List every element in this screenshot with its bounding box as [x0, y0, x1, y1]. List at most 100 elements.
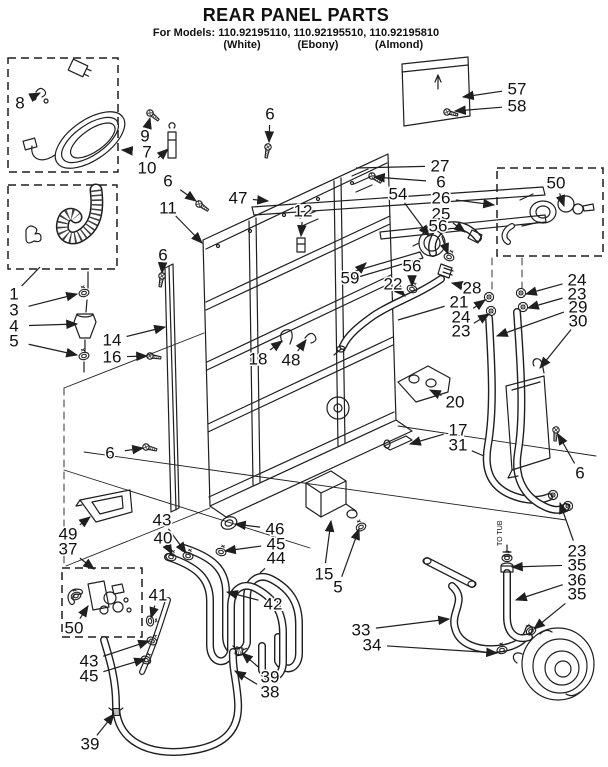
leader-line-47 [252, 195, 270, 205]
leader-line-37 [79, 557, 95, 570]
corner-bracket-49 [75, 489, 133, 523]
callout-48: 48 [282, 351, 301, 370]
leader-line-44 [259, 567, 266, 574]
callout-31: 31 [449, 436, 468, 455]
callout-30: 30 [569, 312, 588, 331]
callout-39: 39 [261, 668, 280, 687]
callout-27: 27 [431, 157, 450, 176]
leader-line-18 [269, 340, 283, 352]
leader-line-48 [295, 339, 307, 352]
callout-34: 34 [363, 636, 382, 655]
screw-6 [262, 142, 273, 159]
callout-29: 29 [569, 298, 588, 317]
hose-coupling [73, 313, 97, 339]
leader-line-45 [223, 544, 262, 555]
leader-line-26 [455, 198, 496, 209]
callout-45: 45 [80, 667, 99, 686]
callout-24: 24 [452, 308, 471, 327]
leader-line-56 [439, 236, 449, 256]
callout-50: 50 [65, 619, 84, 638]
callout-50: 50 [547, 174, 566, 193]
inlet-hose-group [333, 225, 483, 356]
callout-36: 36 [568, 571, 587, 590]
callout-6: 6 [436, 173, 445, 192]
washer-24 [515, 287, 527, 299]
leader-line-20 [428, 389, 442, 400]
leader-line-21 [397, 305, 445, 321]
hose-clamp-56 [442, 248, 457, 263]
callout-12: 12 [294, 202, 313, 221]
callout-17: 17 [449, 421, 468, 440]
callout-23: 23 [568, 542, 587, 561]
callout-6: 6 [158, 246, 167, 265]
leader-line-35 [510, 561, 563, 572]
callout-35: 35 [568, 585, 587, 604]
leader-line-3 [28, 292, 79, 307]
callout-38: 38 [261, 683, 280, 702]
leader-line-23 [559, 501, 574, 541]
color-white: (White) [223, 39, 261, 51]
leader-line-43 [103, 639, 151, 657]
leader-line-6 [179, 189, 197, 202]
callout-59: 59 [341, 269, 360, 288]
callout-58: 58 [508, 97, 527, 116]
callout-14: 14 [103, 331, 122, 350]
fill-hose-group [484, 287, 574, 510]
top-brace [251, 186, 547, 240]
leader-line-39 [96, 713, 115, 736]
callout-6: 6 [265, 105, 274, 124]
leader-line-6 [264, 124, 275, 144]
knockout-hole [326, 396, 350, 420]
leader-line-11 [175, 215, 203, 244]
callout-1: 1 [9, 285, 18, 304]
bracket-10 [167, 122, 177, 159]
bracket-59 [346, 251, 424, 282]
leader-line-23 [473, 313, 491, 324]
leader-line-50 [555, 193, 565, 208]
page-title: REAR PANEL PARTS [202, 5, 390, 25]
hose-clip-part [25, 225, 42, 244]
leader-line-5 [341, 527, 360, 577]
grommet-46 [220, 516, 238, 530]
callout-28: 28 [463, 279, 482, 298]
vent-slots [299, 168, 373, 227]
leader-line-54 [404, 202, 430, 237]
leader-line-30 [539, 329, 572, 369]
leader-line-25 [452, 221, 466, 233]
callout-54: 54 [389, 185, 408, 204]
leader-line-33 [375, 615, 451, 629]
leader-line-59 [354, 262, 367, 274]
leader-line-9 [142, 116, 152, 130]
callout-26: 26 [432, 189, 451, 208]
leader-line-39 [241, 652, 260, 668]
callout-47: 47 [229, 189, 248, 208]
leader-line-31 [471, 450, 485, 457]
callout-41: 41 [149, 586, 168, 605]
leader-line-49 [78, 516, 91, 528]
screw-6 [366, 170, 384, 186]
leader-line-35 [533, 603, 566, 630]
leader-line-10 [156, 148, 169, 160]
callout-18: 18 [249, 350, 268, 369]
callout-7: 7 [142, 143, 151, 162]
leader-line-58 [453, 105, 503, 115]
screw-9 [144, 107, 162, 124]
drain-hose-box [7, 184, 118, 270]
leader-line-41 [149, 605, 159, 620]
hose-end-fitting [467, 229, 483, 244]
rinse-hoses [104, 516, 299, 752]
screw-6 [156, 271, 167, 288]
callout-23: 23 [568, 285, 587, 304]
callout-10: 10 [138, 159, 157, 178]
leader-line-40 [162, 542, 173, 556]
screw-16 [145, 351, 162, 362]
callout-42: 42 [264, 595, 283, 614]
screw-58 [442, 107, 460, 119]
callout-15: 15 [315, 565, 334, 584]
leader-line-22 [393, 284, 406, 297]
leader-line-6 [124, 444, 145, 455]
support-bracket-20 [397, 365, 451, 403]
leader-line-5 [28, 343, 79, 358]
